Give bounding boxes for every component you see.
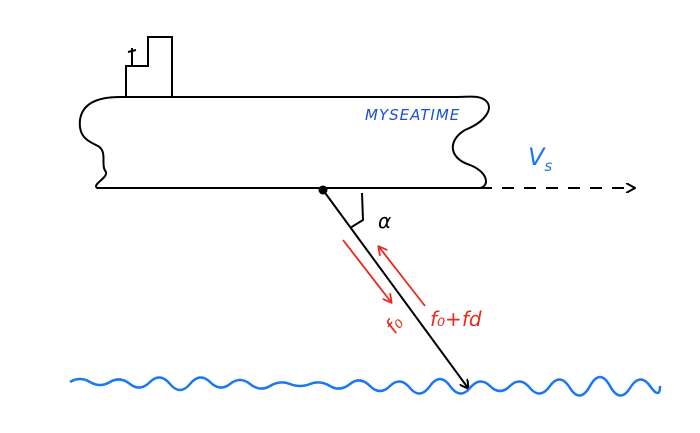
transmit-arrow xyxy=(342,239,391,302)
angle-marker xyxy=(349,192,365,229)
receive-arrow xyxy=(379,247,426,307)
superstructure xyxy=(125,36,173,97)
angle-label: α xyxy=(378,209,391,233)
beam-line xyxy=(322,189,468,388)
ship-hull xyxy=(78,95,490,189)
sea-surface-wave xyxy=(69,375,662,397)
receive-frequency-label: f₀+fd xyxy=(430,307,482,331)
transmit-frequency-label: f₀ xyxy=(380,311,408,338)
ship-name: MYSEATIME xyxy=(365,106,460,124)
velocity-label: Vs xyxy=(528,143,552,175)
